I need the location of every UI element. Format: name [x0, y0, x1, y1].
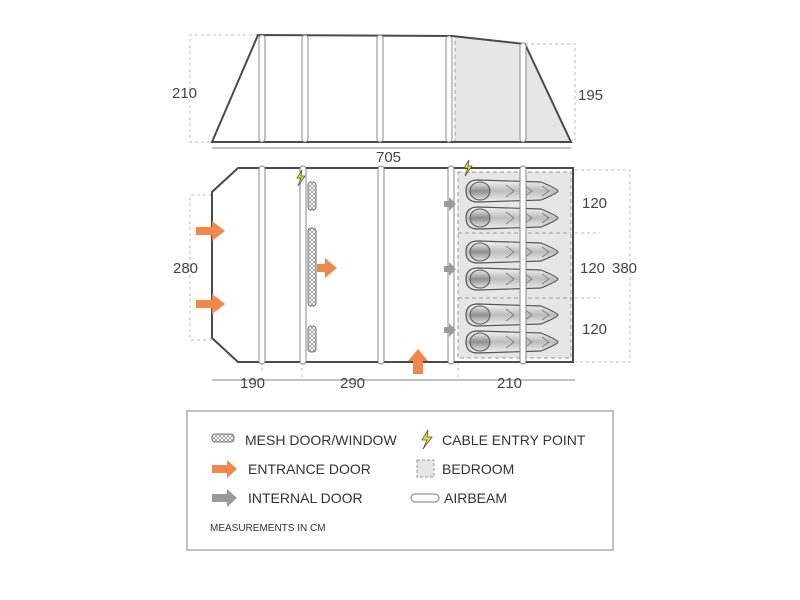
- mesh-icon: [307, 325, 317, 353]
- mesh-icon: [211, 433, 235, 443]
- internal-door-arrow-icon: [444, 262, 456, 276]
- section-length-label: 190: [240, 375, 265, 392]
- compartment-width-label: 120: [582, 195, 607, 212]
- mesh-icon: [307, 227, 317, 307]
- side-airbeams: [258, 34, 527, 143]
- legend-label-internal-door: INTERNAL DOOR: [248, 490, 363, 506]
- cable-entry-icon: [463, 159, 473, 177]
- section-length-label: 210: [497, 375, 522, 392]
- cable-entry-icon: [421, 429, 433, 450]
- side-height-left-label: 210: [172, 85, 197, 102]
- plan-width-total-label: 380: [612, 260, 637, 277]
- side-view-guides: [189, 34, 576, 143]
- entrance-door-arrow-icon: [196, 294, 225, 314]
- entrance-door-arrow-icon: [317, 258, 337, 278]
- sleeping-bags: [465, 179, 559, 354]
- plan-width-left-label: 280: [173, 260, 198, 277]
- entrance-door-arrow-icon: [212, 460, 237, 478]
- sleeping-bag: [465, 330, 559, 354]
- compartment-width-label: 120: [582, 321, 607, 338]
- entrance-doors: [196, 221, 428, 374]
- sleeping-bag: [465, 206, 559, 230]
- section-length-label: 290: [340, 375, 365, 392]
- legend-box: [186, 410, 614, 551]
- internal-doors: [444, 197, 456, 337]
- sleeping-bag: [465, 179, 559, 203]
- legend-label-airbeam: AIRBEAM: [444, 490, 507, 506]
- legend-label-entrance-door: ENTRANCE DOOR: [248, 461, 371, 477]
- plan-bedroom-area: [457, 171, 572, 359]
- side-view: 210 195 705: [172, 33, 603, 166]
- legend-label-mesh: MESH DOOR/WINDOW: [245, 432, 397, 448]
- entrance-door-arrow-icon: [196, 221, 225, 241]
- entrance-door-arrow-icon: [408, 349, 428, 374]
- bedroom-icon: [416, 459, 435, 478]
- compartment-width-label: 120: [580, 260, 605, 277]
- plan-view: 280 380 120 120 120 190 290 210: [173, 159, 637, 392]
- legend: MESH DOOR/WINDOW CABLE ENTRY POINT ENTRA…: [186, 410, 614, 551]
- airbeam-icon: [410, 493, 440, 503]
- sleeping-bag: [465, 267, 559, 291]
- internal-door-arrow-icon: [212, 489, 237, 507]
- legend-label-cable-entry: CABLE ENTRY POINT: [442, 432, 586, 448]
- internal-door-arrow-icon: [444, 197, 456, 211]
- sleeping-bag: [465, 240, 559, 264]
- legend-label-bedroom: BEDROOM: [442, 461, 514, 477]
- side-length-label: 705: [376, 149, 401, 166]
- internal-door-arrow-icon: [444, 323, 456, 337]
- measurement-note: MEASUREMENTS IN CM: [210, 523, 326, 534]
- side-height-right-label: 195: [578, 87, 603, 104]
- cable-entry-icon: [296, 169, 306, 187]
- sleeping-bag: [465, 303, 559, 327]
- side-tent-outline: [210, 33, 573, 143]
- mesh-icon: [307, 181, 317, 211]
- side-bedroom-fill: [454, 35, 572, 143]
- plan-mesh-windows: [307, 181, 317, 353]
